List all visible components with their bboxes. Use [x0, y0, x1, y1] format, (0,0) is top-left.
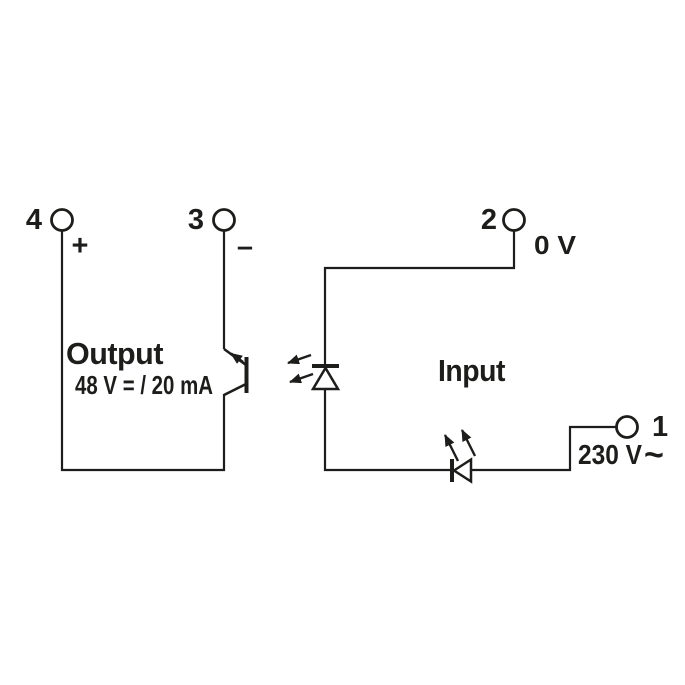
phototransistor	[223, 347, 249, 397]
output-rating: 48 V = / 20 mA	[75, 370, 213, 400]
ac-tilde-symbol: ~	[644, 436, 664, 474]
optocoupler-led	[310, 364, 341, 391]
transistor-emitter-arrow	[230, 352, 244, 364]
terminal-2-circle	[502, 208, 526, 232]
wire-terminal2-lead	[323, 231, 516, 366]
terminal-1-circle	[615, 415, 639, 439]
optocoupler-led-triangle	[310, 365, 341, 391]
transistor-lower-lead	[223, 382, 247, 397]
indicator-led	[450, 457, 473, 484]
light-arrow-icon	[443, 434, 460, 462]
terminal-2-number: 2	[481, 204, 497, 236]
light-coupling-arrows	[287, 353, 314, 384]
input-circuit: 2 0 V Input 1 230 V ~	[287, 204, 668, 484]
wire-output-loop	[60, 231, 226, 472]
light-arrow-icon	[460, 429, 477, 457]
terminal-4-number: 4	[26, 204, 42, 236]
led-emission-arrows	[443, 429, 477, 462]
wire-input-bottom-right	[471, 425, 616, 472]
terminal-3-number: 3	[188, 204, 204, 236]
plus-sign: +	[72, 230, 89, 262]
terminal-4-circle	[50, 208, 74, 232]
zero-volt-label: 0 V	[534, 230, 577, 260]
terminal-3-circle	[212, 208, 236, 232]
wire-input-bottom-left	[323, 389, 452, 472]
output-circuit: 4 + 3 – Output 48 V = / 20 mA	[26, 204, 253, 472]
indicator-led-triangle	[451, 457, 473, 484]
terminal-1-number: 1	[652, 411, 668, 443]
light-arrow-icon	[289, 372, 314, 384]
output-title: Output	[66, 336, 163, 371]
input-title: Input	[438, 353, 505, 388]
light-arrow-icon	[287, 353, 312, 365]
minus-sign: –	[237, 231, 253, 263]
input-voltage-label: 230 V	[578, 439, 642, 470]
